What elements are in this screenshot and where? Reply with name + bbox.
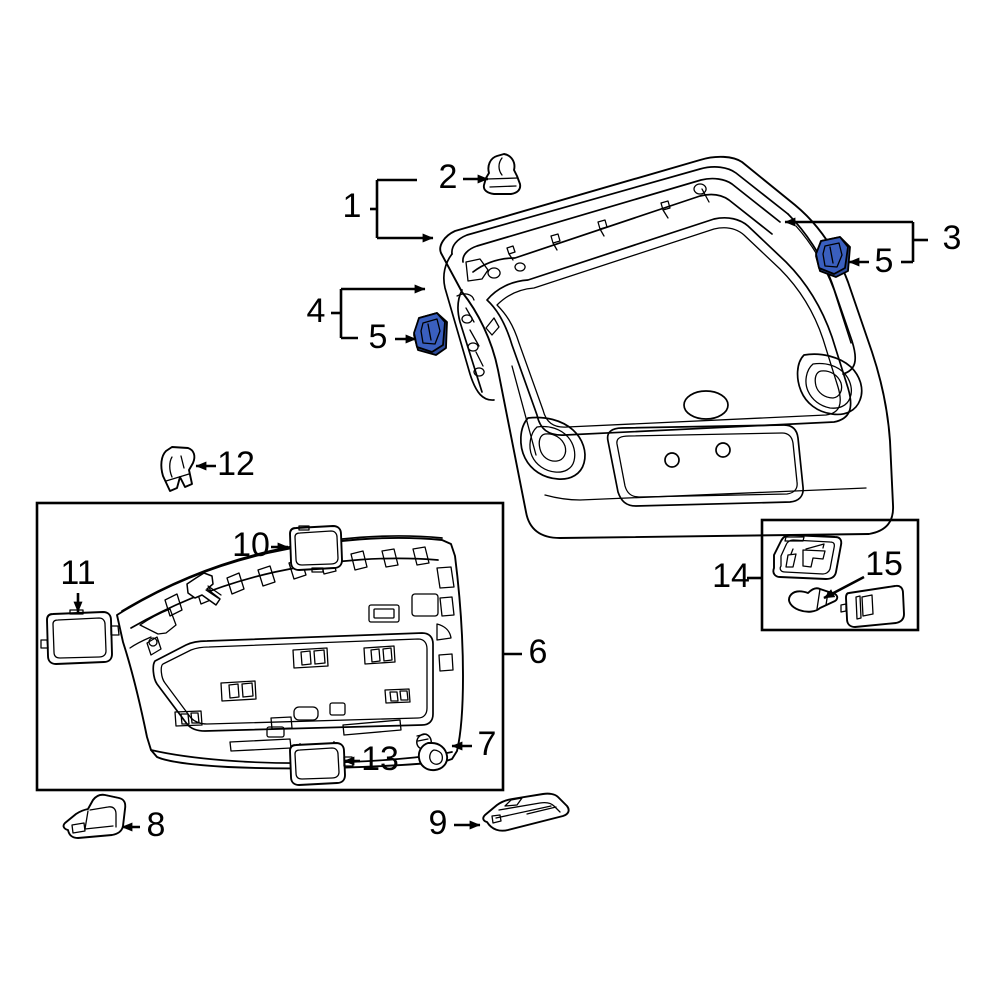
- screw-grommet: [416, 733, 449, 772]
- rear-emblem: [683, 390, 729, 420]
- callout-label-6: 6: [529, 633, 548, 671]
- room-lamp-assembly: [772, 534, 843, 580]
- trim-retainer-clip: [160, 446, 196, 492]
- callout-label-8: 8: [147, 806, 166, 844]
- callout-label-3: 3: [943, 219, 962, 257]
- lamp-bulb: [788, 587, 839, 613]
- trim-panel-ribs: [164, 546, 430, 617]
- callout-label-7: 7: [478, 725, 497, 763]
- callout-label-11: 11: [60, 554, 95, 592]
- striker-cover: [62, 793, 127, 839]
- push-clip-mushroom: [482, 153, 522, 195]
- service-hole-cover-lower: [289, 742, 354, 786]
- callout-1-leader: [370, 178, 434, 243]
- upper-rail-clips: [487, 183, 710, 279]
- back-door-outer-panel: [439, 155, 894, 539]
- callout-label-5b: 5: [875, 242, 894, 280]
- callout-label-15: 15: [865, 545, 903, 583]
- callout-label-2: 2: [439, 158, 458, 196]
- callout-15-leader: [823, 575, 865, 600]
- back-door-trim-board: [116, 535, 464, 770]
- retainer-clip-left: [413, 312, 448, 356]
- trim-clip-seats: [174, 645, 411, 730]
- callout-3-leader: [784, 217, 928, 264]
- service-hole-cover-left: [40, 609, 120, 665]
- panel-screw: [186, 572, 222, 606]
- callout-label-13: 13: [361, 740, 399, 778]
- callout-label-10: 10: [232, 526, 270, 564]
- callout-4-leader: [331, 284, 426, 340]
- callout-label-5: 5: [369, 318, 388, 356]
- room-lamp-lens: [840, 584, 905, 628]
- license-plate-recess: [606, 424, 804, 507]
- callout-label-9: 9: [429, 804, 448, 842]
- callout-labels: 1 2 3 4 5 5 6 7 8 9 10 11 12 13 14 15: [60, 158, 961, 844]
- callout-label-14: 14: [712, 557, 750, 595]
- trim-panel-group-box: [35, 501, 505, 792]
- service-hole-cover-upper: [289, 525, 343, 573]
- retainer-clip-right: [815, 236, 851, 278]
- door-scuff-plate: [482, 792, 570, 832]
- room-lamp-group-box: [760, 518, 920, 632]
- callout-label-1: 1: [343, 187, 362, 225]
- callout-label-4: 4: [307, 292, 326, 330]
- callout-label-12: 12: [217, 445, 255, 483]
